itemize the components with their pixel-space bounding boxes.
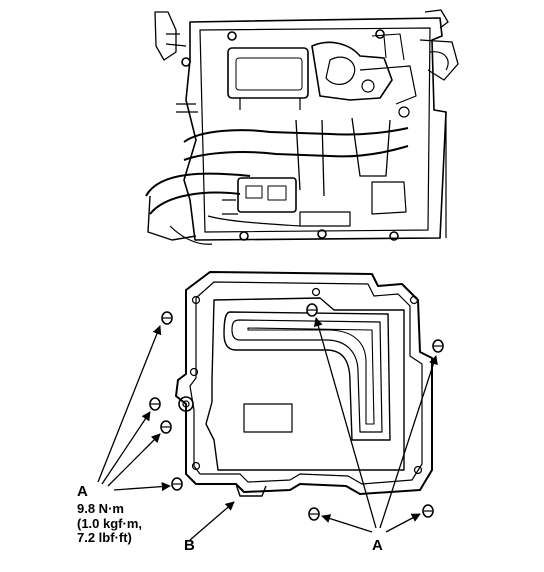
bolt-icon (171, 477, 183, 491)
bolt-icon (308, 507, 320, 521)
bolt-icon (306, 303, 318, 317)
bolt-icon (432, 339, 444, 353)
bolts-a (149, 303, 444, 521)
torque-spec: 9.8 N·m (1.0 kgf·m, 7.2 lbf·ft) (77, 501, 143, 546)
bolt-icon (422, 504, 434, 518)
torque-line-kgfm: (1.0 kgf·m, (77, 515, 143, 531)
callout-a-right: A (372, 537, 383, 554)
bolt-icon (161, 311, 173, 325)
cover-plate-illustration (175, 271, 433, 497)
torque-line-lbfft: 7.2 lbf·ft) (77, 530, 132, 546)
bolt-icon (160, 420, 172, 434)
engine-compartment-illustration (145, 9, 459, 245)
leader-lines (97, 317, 438, 541)
callout-a-left: A (77, 483, 88, 500)
bolt-icon (149, 397, 161, 411)
torque-line-nm: 9.8 N·m (77, 501, 124, 516)
callout-b: B (184, 537, 195, 554)
